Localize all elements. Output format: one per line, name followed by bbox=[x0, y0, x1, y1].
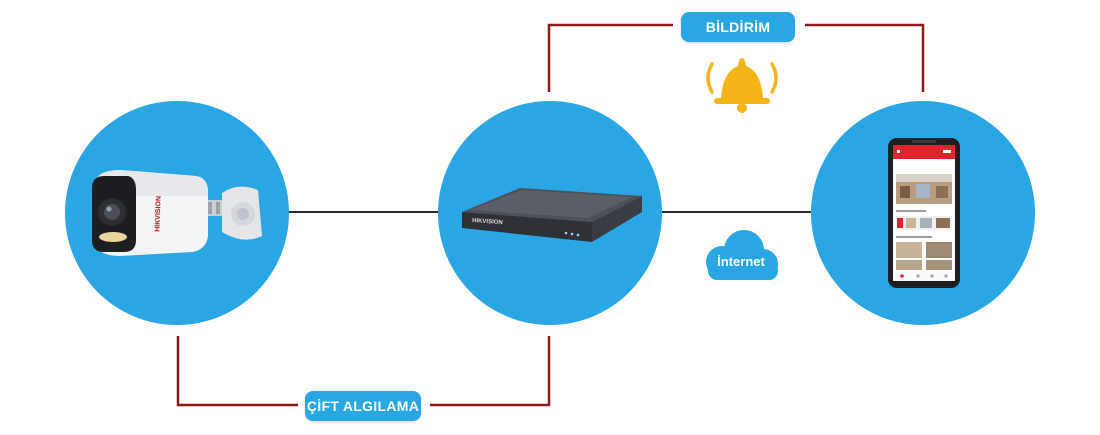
bell-icon bbox=[706, 58, 778, 113]
internet-label: İnternet bbox=[717, 254, 765, 269]
camera-brand-label: HIKVISION bbox=[154, 196, 162, 232]
dvr-brand-label: HIKVISION bbox=[472, 218, 503, 226]
notification-connector-right bbox=[805, 23, 925, 92]
dual-detection-connector-left bbox=[176, 336, 298, 407]
cloud-icon bbox=[706, 230, 778, 280]
camera-icon: HIKVISION bbox=[92, 170, 262, 256]
notification-label: BİLDİRİM bbox=[681, 12, 795, 42]
notification-connector-left bbox=[547, 23, 673, 92]
smartphone-icon bbox=[888, 138, 960, 288]
dual-detection-label: ÇİFT ALGILAMA bbox=[305, 391, 421, 421]
dvr-icon: HIKVISION bbox=[462, 188, 642, 242]
dual-detection-connector-right bbox=[430, 336, 551, 407]
